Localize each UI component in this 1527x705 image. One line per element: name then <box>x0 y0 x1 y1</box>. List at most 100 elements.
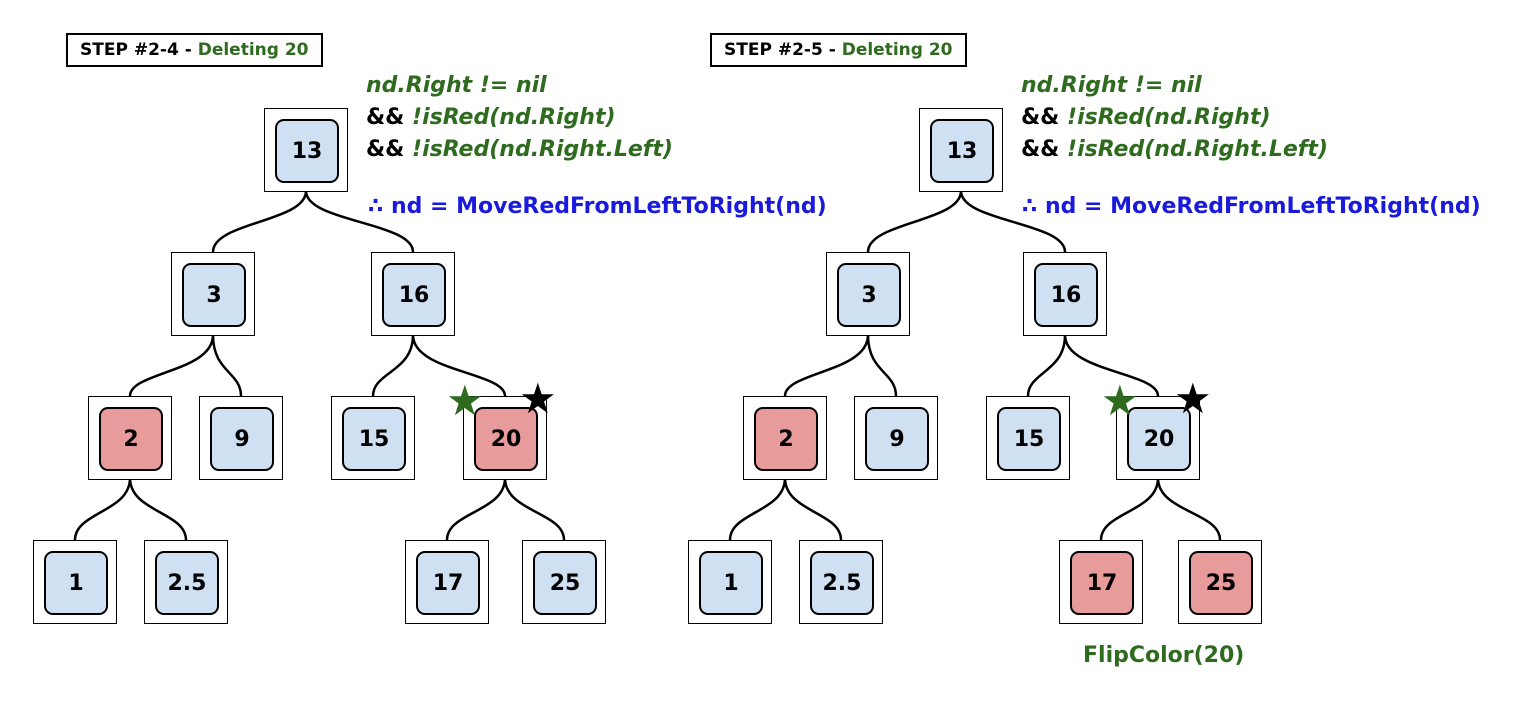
step-separator: - <box>178 40 198 60</box>
step-action: Deleting 20 <box>197 40 309 60</box>
node-label: 2 <box>754 407 818 471</box>
tree-node-15: 15 <box>331 396 415 480</box>
and-operator: && <box>366 105 405 130</box>
edge-3-9 <box>866 334 898 397</box>
node-label: 9 <box>210 407 274 471</box>
condition-text: !isRed(nd.Right) <box>1067 105 1271 130</box>
tree-edges <box>728 190 1222 541</box>
edge-20-17 <box>445 477 507 541</box>
edge-3-9 <box>211 334 243 397</box>
and-operator: && <box>1021 137 1060 162</box>
condition-text: !isRed(nd.Right) <box>412 105 616 130</box>
black-star-icon: ★ <box>519 374 557 423</box>
edge-16-20 <box>1063 334 1160 397</box>
condition-block: nd.Right != nil && !isRed(nd.Right) && !… <box>1021 70 1328 166</box>
node-label: 3 <box>837 263 901 327</box>
edge-20-17 <box>1099 477 1160 541</box>
tree-node-20: 20 <box>1116 396 1200 480</box>
edge-2-2.5 <box>128 477 188 541</box>
step-title: STEP #2-5 <box>724 40 823 60</box>
tree-edges <box>73 190 566 541</box>
tree-node-2.5: 2.5 <box>799 540 883 624</box>
tree-node-20: 20 <box>463 396 547 480</box>
condition-text: nd.Right != nil <box>366 73 547 98</box>
edge-13-16 <box>959 190 1067 253</box>
condition-block: nd.Right != nil && !isRed(nd.Right) && !… <box>366 70 673 166</box>
tree-node-1: 1 <box>33 540 117 624</box>
tree-node-2: 2 <box>743 396 827 480</box>
node-label: 17 <box>1070 551 1134 615</box>
panel-step-2-4: STEP #2-4 - Deleting 20 nd.Right != nil … <box>0 0 827 705</box>
tree-node-25: 25 <box>522 540 606 624</box>
edge-3-2 <box>783 334 870 397</box>
and-operator: && <box>1021 105 1060 130</box>
tree-node-16: 16 <box>1023 252 1107 336</box>
edge-2-1 <box>73 477 132 541</box>
tree-node-15: 15 <box>986 396 1070 480</box>
edge-13-3 <box>211 190 308 253</box>
condition-text: !isRed(nd.Right.Left) <box>412 137 673 162</box>
node-label: 25 <box>533 551 597 615</box>
node-label: 2.5 <box>810 551 874 615</box>
node-label: 1 <box>699 551 763 615</box>
node-label: 20 <box>474 407 538 471</box>
condition-line-2: && !isRed(nd.Right) <box>1021 102 1328 134</box>
tree-node-9: 9 <box>854 396 938 480</box>
node-label: 16 <box>1034 263 1098 327</box>
step-label: STEP #2-4 - Deleting 20 <box>66 33 323 67</box>
edge-13-3 <box>866 190 963 253</box>
condition-line-1: nd.Right != nil <box>366 70 673 102</box>
tree-node-17: 17 <box>1059 540 1143 624</box>
node-label: 3 <box>182 263 246 327</box>
edge-3-2 <box>128 334 215 397</box>
edge-16-15 <box>371 334 415 397</box>
green-star-icon: ★ <box>446 376 484 425</box>
node-label: 9 <box>865 407 929 471</box>
condition-line-2: && !isRed(nd.Right) <box>366 102 673 134</box>
condition-line-3: && !isRed(nd.Right.Left) <box>1021 134 1328 166</box>
node-label: 16 <box>382 263 446 327</box>
condition-line-1: nd.Right != nil <box>1021 70 1328 102</box>
black-star-icon: ★ <box>1174 374 1212 423</box>
condition-line-3: && !isRed(nd.Right.Left) <box>366 134 673 166</box>
green-star-icon: ★ <box>1101 376 1139 425</box>
edge-20-25 <box>503 477 566 541</box>
tree-node-13: 13 <box>264 108 348 192</box>
node-label: 2 <box>99 407 163 471</box>
step-label: STEP #2-5 - Deleting 20 <box>710 33 967 67</box>
result-statement: ∴ nd = MoveRedFromLeftToRight(nd) <box>368 194 827 219</box>
tree-node-2.5: 2.5 <box>144 540 228 624</box>
node-label: 17 <box>416 551 480 615</box>
panel-step-2-5: STEP #2-5 - Deleting 20 nd.Right != nil … <box>655 0 1481 705</box>
edge-16-15 <box>1026 334 1067 397</box>
node-label: 25 <box>1189 551 1253 615</box>
edge-13-16 <box>304 190 415 253</box>
node-label: 13 <box>930 119 994 183</box>
edge-2-2.5 <box>783 477 843 541</box>
node-label: 1 <box>44 551 108 615</box>
node-label: 15 <box>997 407 1061 471</box>
tree-node-2: 2 <box>88 396 172 480</box>
edge-2-1 <box>728 477 787 541</box>
tree-node-16: 16 <box>371 252 455 336</box>
tree-node-17: 17 <box>405 540 489 624</box>
tree-node-3: 3 <box>171 252 255 336</box>
tree-node-3: 3 <box>826 252 910 336</box>
edge-20-25 <box>1156 477 1222 541</box>
tree-node-1: 1 <box>688 540 772 624</box>
tree-node-13: 13 <box>919 108 1003 192</box>
step-action: Deleting 20 <box>841 40 953 60</box>
node-label: 13 <box>275 119 339 183</box>
tree-node-9: 9 <box>199 396 283 480</box>
tree-node-25: 25 <box>1178 540 1262 624</box>
result-statement: ∴ nd = MoveRedFromLeftToRight(nd) <box>1022 194 1481 219</box>
node-label: 2.5 <box>155 551 219 615</box>
condition-text: !isRed(nd.Right.Left) <box>1067 137 1328 162</box>
condition-text: nd.Right != nil <box>1021 73 1202 98</box>
step-separator: - <box>822 40 842 60</box>
flip-color-label: FlipColor(20) <box>1083 643 1245 668</box>
and-operator: && <box>366 137 405 162</box>
edge-16-20 <box>411 334 507 397</box>
node-label: 20 <box>1127 407 1191 471</box>
node-label: 15 <box>342 407 406 471</box>
